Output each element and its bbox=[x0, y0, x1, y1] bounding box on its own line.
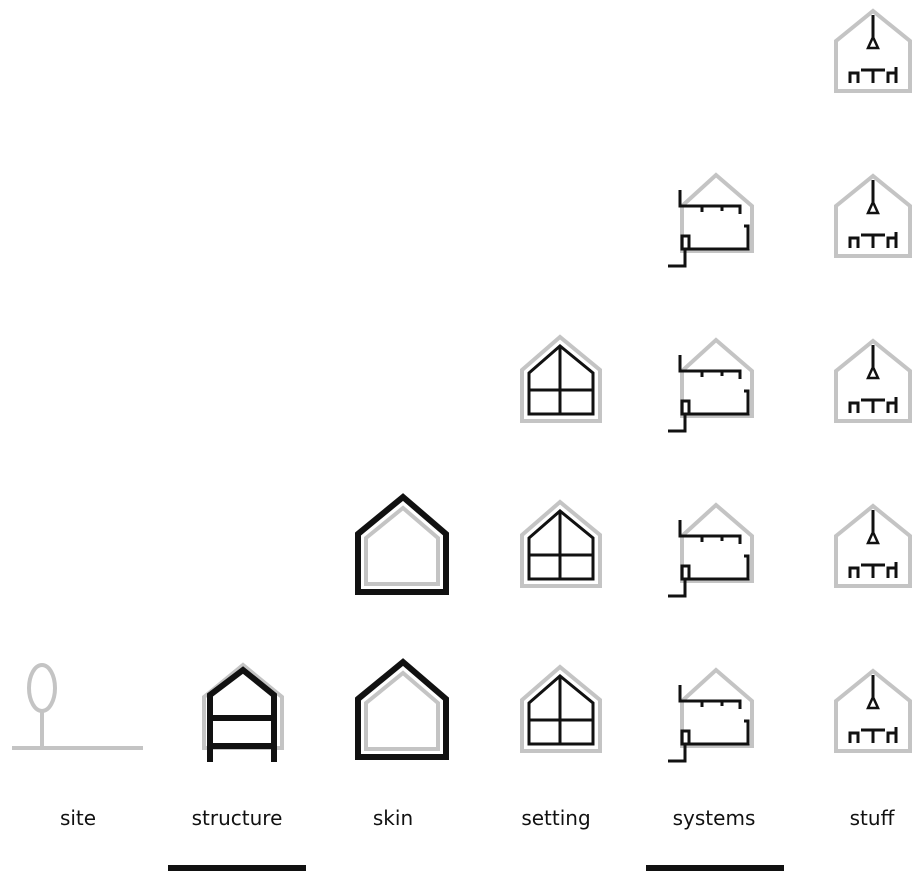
setting-house-icon bbox=[520, 335, 602, 753]
systems-house-icon bbox=[666, 173, 754, 763]
layer-label-setting: setting bbox=[521, 806, 591, 830]
layer-label-systems: systems bbox=[672, 806, 756, 830]
layer-label-skin: skin bbox=[372, 806, 414, 830]
systems-underline bbox=[646, 865, 784, 871]
stuff-house-icon bbox=[834, 9, 912, 753]
structure-underline bbox=[168, 865, 306, 871]
structure-house-icon bbox=[202, 662, 284, 762]
layer-label-structure: structure bbox=[191, 806, 283, 830]
layer-label-site: site bbox=[59, 806, 97, 830]
skin-house-icon bbox=[358, 497, 446, 757]
site-tree-icon bbox=[12, 663, 143, 750]
layer-label-stuff: stuff bbox=[849, 806, 895, 830]
